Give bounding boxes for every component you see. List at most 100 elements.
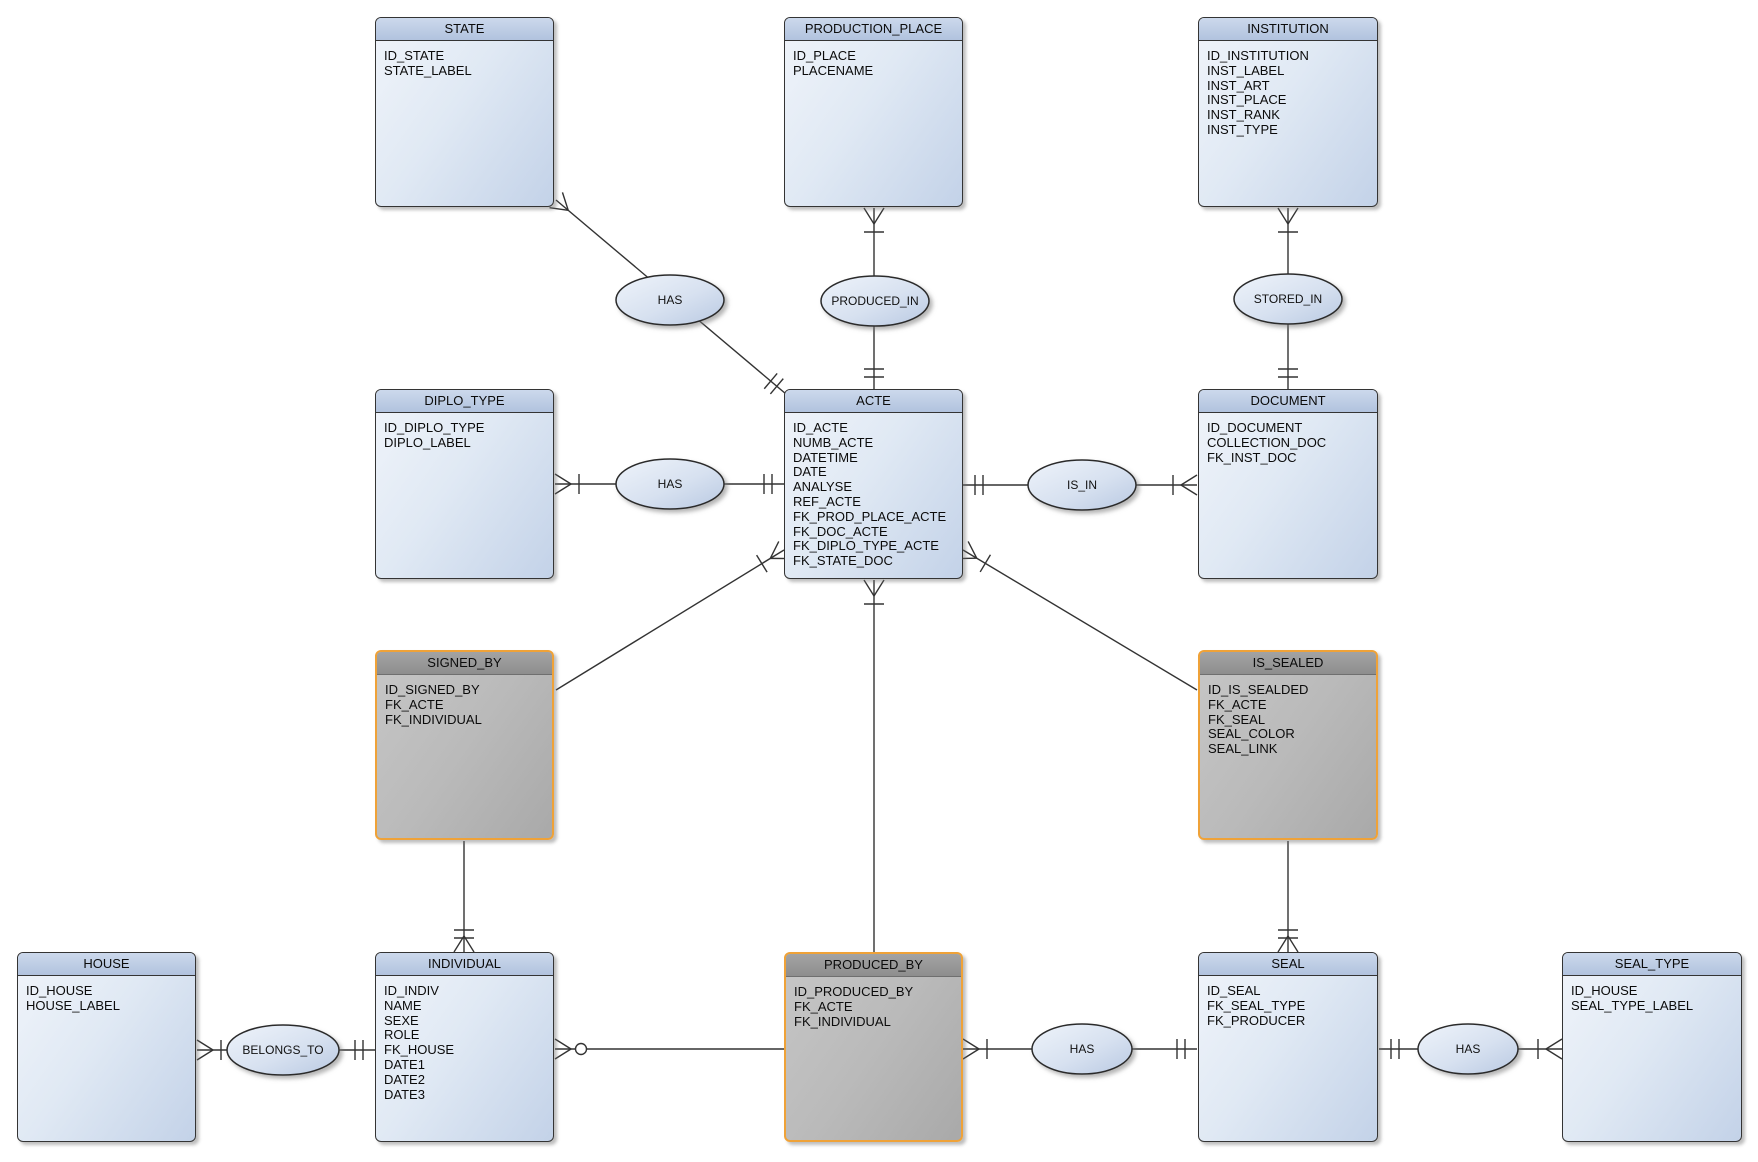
field-id_is_sealded: ID_IS_SEALDED — [1208, 682, 1309, 697]
field-seal_type_label: SEAL_TYPE_LABEL — [1571, 997, 1694, 1013]
relationship-oval[interactable] — [1027, 459, 1137, 511]
relationship-oval[interactable] — [226, 1024, 340, 1076]
crowfoot-marker — [1545, 1038, 1563, 1050]
relationship-produced_in-1[interactable]: PRODUCED_IN — [820, 275, 930, 327]
field-date3: DATE3 — [384, 1086, 425, 1102]
relationship-stored_in-2[interactable]: STORED_IN — [1233, 273, 1343, 325]
crowfoot-marker — [561, 192, 569, 211]
crowfoot-marker — [554, 473, 572, 485]
field-id_diplo_type: ID_DIPLO_TYPE — [384, 420, 485, 435]
relationship-has-3[interactable]: HAS — [615, 458, 725, 510]
relationship-label: IS_IN — [1067, 478, 1097, 492]
relationship-oval[interactable] — [820, 275, 930, 327]
field-id_signed_by: ID_SIGNED_BY — [385, 682, 480, 697]
relationship-oval[interactable] — [1233, 273, 1343, 325]
field-id_institution: ID_INSTITUTION — [1207, 48, 1309, 63]
relationship-belongs_to-5[interactable]: BELONGS_TO — [226, 1024, 340, 1076]
cardinality-tick — [756, 554, 768, 573]
crowfoot-marker — [554, 1038, 572, 1050]
crowfoot-marker — [453, 935, 465, 953]
field-inst_place: INST_PLACE — [1207, 92, 1287, 108]
crowfoot-marker — [1287, 207, 1299, 225]
crowfoot-marker — [1180, 484, 1198, 496]
entity-title-state: STATE — [376, 18, 553, 41]
field-fk_individual: FK_INDIVIDUAL — [385, 711, 482, 727]
field-id_seal: ID_SEAL — [1207, 983, 1261, 998]
entity-title-institution: INSTITUTION — [1199, 18, 1377, 41]
relationship-label: PRODUCED_IN — [831, 294, 918, 308]
field-fk_producer: FK_PRODUCER — [1207, 1012, 1306, 1028]
crowfoot-marker — [1180, 474, 1198, 486]
field-numb_acte: NUMB_ACTE — [793, 434, 874, 450]
field-role: ROLE — [384, 1027, 420, 1043]
field-inst_type: INST_TYPE — [1207, 121, 1278, 137]
cardinality-tick — [763, 373, 778, 390]
crowfoot-marker — [1545, 1048, 1563, 1060]
field-fk_state_doc: FK_STATE_DOC — [793, 553, 893, 569]
crowfoot-marker — [967, 541, 978, 559]
relationship-oval[interactable] — [1031, 1023, 1133, 1075]
entity-title-document: DOCUMENT — [1199, 390, 1377, 413]
entity-title-signed_by: SIGNED_BY — [377, 652, 552, 675]
crowfoot-marker — [873, 207, 885, 225]
relationship-has-6[interactable]: HAS — [1031, 1023, 1133, 1075]
field-id_indiv: ID_INDIV — [384, 983, 439, 998]
entity-title-seal: SEAL — [1199, 953, 1377, 976]
field-fk_seal: FK_SEAL — [1208, 711, 1266, 727]
field-inst_label: INST_LABEL — [1207, 62, 1285, 78]
field-placename: PLACENAME — [793, 62, 874, 78]
relationship-oval[interactable] — [615, 458, 725, 510]
connection-is_sealed-acte — [957, 541, 1198, 691]
field-fk_acte: FK_ACTE — [385, 696, 444, 712]
relationship-has-0[interactable]: HAS — [615, 274, 725, 326]
relationship-oval[interactable] — [615, 274, 725, 326]
relationship-label: BELONGS_TO — [242, 1043, 323, 1057]
crowfoot-marker — [196, 1039, 214, 1051]
field-date1: DATE1 — [384, 1056, 425, 1072]
field-sexe: SEXE — [384, 1012, 419, 1028]
crowfoot-marker — [549, 206, 569, 212]
relationship-label: STORED_IN — [1254, 292, 1322, 306]
field-inst_rank: INST_RANK — [1207, 107, 1280, 123]
crowfoot-marker — [554, 1048, 572, 1060]
field-fk_seal_type: FK_SEAL_TYPE — [1207, 997, 1306, 1013]
field-fk_individual: FK_INDIVIDUAL — [794, 1013, 891, 1029]
optional-circle-marker — [574, 1042, 588, 1056]
connection-acte-produced_by — [863, 579, 885, 952]
field-house_label: HOUSE_LABEL — [26, 997, 120, 1013]
cardinality-tick — [769, 378, 784, 395]
relationship-has-7[interactable]: HAS — [1417, 1023, 1519, 1075]
relationship-oval[interactable] — [1417, 1023, 1519, 1075]
entity-title-seal_type: SEAL_TYPE — [1563, 953, 1741, 976]
entity-title-production_place: PRODUCTION_PLACE — [785, 18, 962, 41]
field-id_produced_by: ID_PRODUCED_BY — [794, 984, 914, 999]
field-seal_color: SEAL_COLOR — [1208, 726, 1295, 742]
relationship-is_in-4[interactable]: IS_IN — [1027, 459, 1137, 511]
connection-is_sealed-seal — [1277, 841, 1299, 953]
field-date2: DATE2 — [384, 1071, 425, 1087]
field-fk_house: FK_HOUSE — [384, 1042, 455, 1058]
